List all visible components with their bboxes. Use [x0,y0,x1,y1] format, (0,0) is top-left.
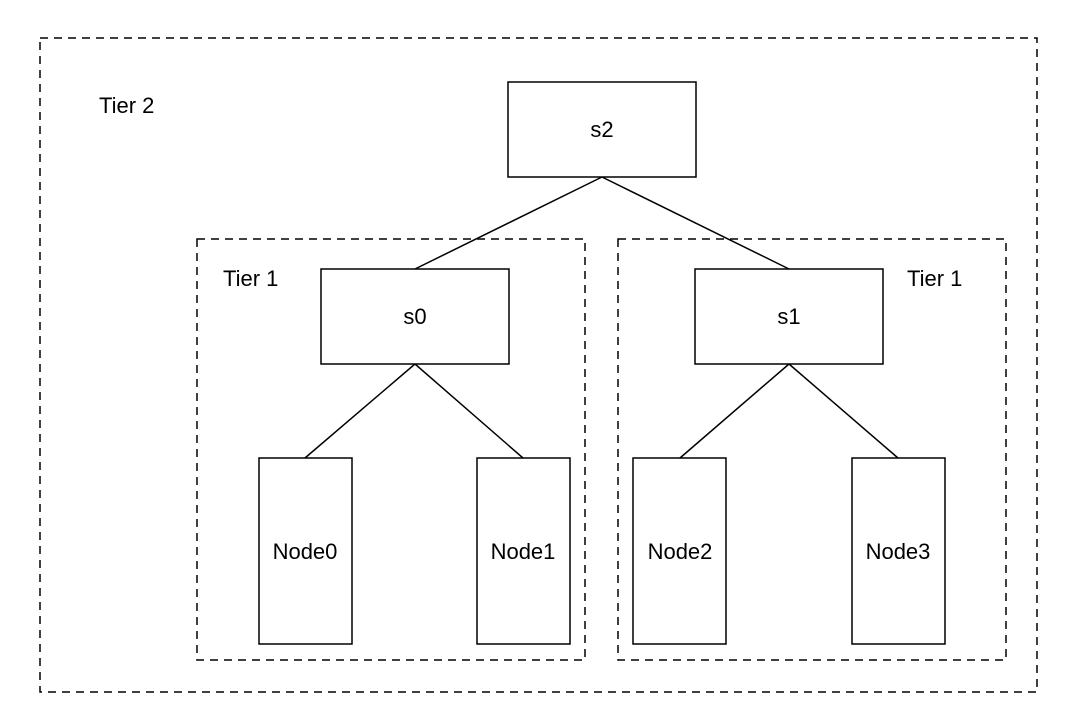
edge-s0-node0 [304,363,416,459]
compute-node2-label: Node2 [648,539,713,564]
switch-s0-label: s0 [403,304,426,329]
switch-s2-label: s2 [590,117,613,142]
group-tier2-label: Tier 2 [99,93,154,118]
switch-s2: s2 [507,81,697,178]
compute-node1-label: Node1 [491,539,556,564]
group-tier1-right [617,238,1007,661]
group-tier1-left-label: Tier 1 [223,266,278,291]
compute-node0: Node0 [258,457,353,645]
edge-s0-node1 [414,363,524,459]
compute-node2: Node2 [632,457,727,645]
edge-s2-s0 [414,176,603,270]
edge-s2-s1 [601,176,790,270]
compute-node3: Node3 [851,457,946,645]
switch-s1: s1 [694,268,884,365]
compute-node3-label: Node3 [866,539,931,564]
switch-s1-label: s1 [777,304,800,329]
switch-s0: s0 [320,268,510,365]
edge-s1-node3 [788,363,899,459]
compute-node1: Node1 [476,457,571,645]
edge-s1-node2 [679,363,790,459]
group-tier1-right-label: Tier 1 [907,266,962,291]
compute-node0-label: Node0 [273,539,338,564]
group-tier1-left [196,238,586,661]
group-tier2 [39,37,1038,693]
